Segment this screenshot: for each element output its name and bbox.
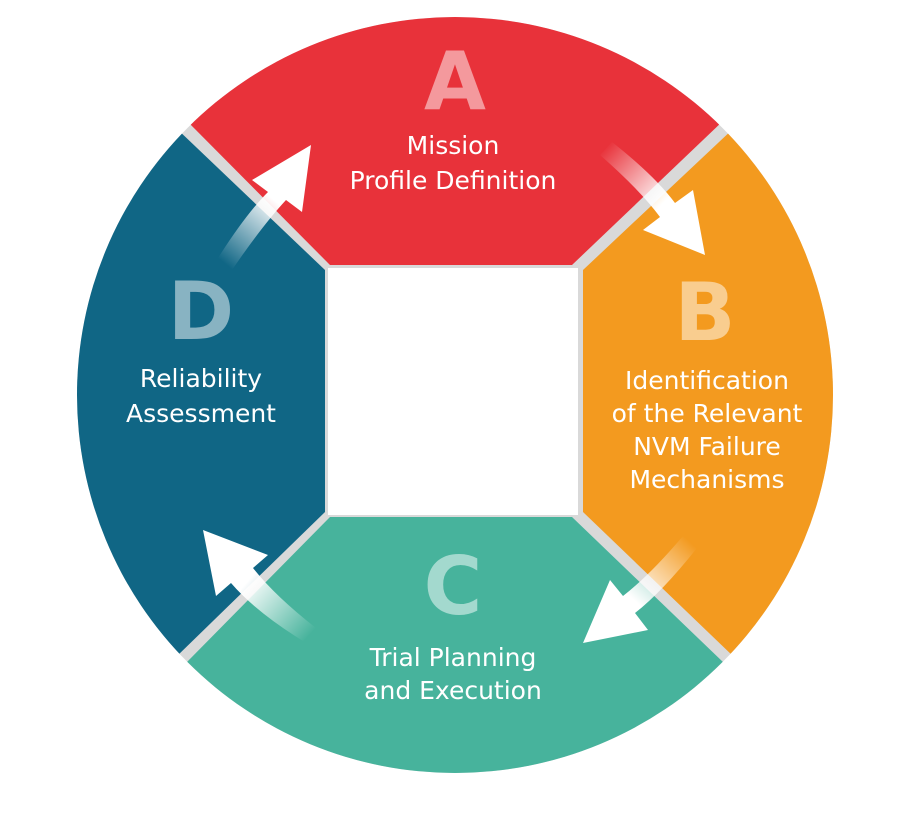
center-square (328, 268, 578, 515)
segment-b-label-line-4: Mechanisms (629, 465, 784, 494)
segment-a-label-line-1: Mission (407, 131, 500, 160)
segment-b-label-line-2: of the Relevant (612, 399, 803, 428)
arrow-d-to-a (218, 145, 311, 270)
segment-c-label-line-1: Trial Planning (369, 643, 537, 672)
segment-b-label-line-1: Identification (625, 366, 789, 395)
segment-c-letter: C (424, 540, 483, 633)
segment-a-shape (186, 17, 724, 265)
segment-d-label-line-2: Assessment (126, 399, 276, 428)
arrow-up-left-icon (203, 530, 316, 641)
segment-a-letter: A (424, 35, 486, 128)
segment-c: C Trial Planning and Execution (364, 540, 542, 705)
segment-b-shape (583, 127, 833, 658)
segment-d: D Reliability Assessment (126, 265, 276, 428)
arrow-down-left-icon (583, 536, 697, 643)
arrow-c-to-d (203, 530, 316, 641)
segment-b-letter: B (675, 266, 736, 359)
segment-d-label-line-1: Reliability (140, 364, 262, 393)
arrow-a-to-b (600, 142, 705, 255)
segment-c-shape (186, 517, 724, 773)
arrow-b-to-c (583, 536, 697, 643)
arrow-down-right-icon (600, 142, 705, 255)
arrow-up-right-icon (218, 145, 311, 270)
segment-d-shape (77, 127, 325, 658)
segment-c-label-line-2: and Execution (364, 676, 542, 705)
segment-b-label-line-3: NVM Failure (633, 432, 781, 461)
segment-d-letter: D (168, 265, 234, 358)
segment-b: B Identification of the Relevant NVM Fai… (612, 266, 803, 494)
segment-a-label-line-2: Profile Definition (350, 166, 557, 195)
segment-a: A Mission Profile Definition (350, 35, 557, 195)
